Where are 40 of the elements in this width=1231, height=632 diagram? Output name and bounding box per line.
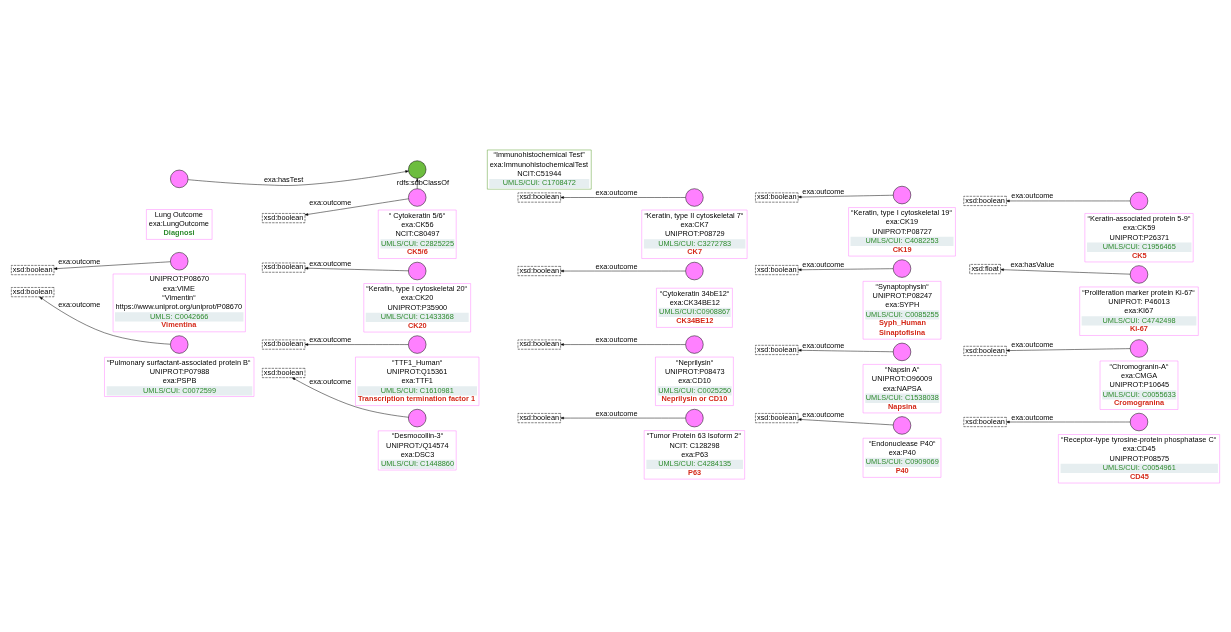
- arrow: [560, 269, 686, 272]
- node-circle: [170, 335, 189, 354]
- node-circle: [408, 187, 427, 207]
- arrow: [1006, 199, 1131, 202]
- node-circle: [408, 408, 427, 427]
- node-circle: [892, 259, 912, 278]
- arrow: [560, 195, 686, 199]
- node-circle: [170, 169, 189, 188]
- arrow: [291, 376, 409, 417]
- arrow: [304, 198, 409, 216]
- arrow: [798, 194, 894, 198]
- arrow: [415, 177, 419, 189]
- node-circle: [685, 335, 704, 354]
- arrow: [1000, 267, 1131, 274]
- node-circle: [170, 251, 189, 270]
- node-circle: [685, 261, 704, 280]
- arrow: [1006, 347, 1131, 352]
- arrow: [1006, 420, 1131, 423]
- arrow: [798, 267, 894, 271]
- node-circle: [408, 160, 427, 179]
- arrow: [304, 342, 409, 346]
- node-circle: [1129, 264, 1149, 284]
- arrow: [39, 296, 171, 344]
- arrow: [53, 261, 171, 270]
- node-circle: [1129, 338, 1149, 358]
- node-circle: [892, 415, 912, 434]
- arrow: [560, 342, 686, 346]
- node-circle: [892, 342, 912, 361]
- arrow: [187, 169, 409, 186]
- arrow: [798, 417, 894, 425]
- arrow: [798, 348, 894, 352]
- node-circle: [685, 408, 704, 427]
- node-circle: [892, 185, 912, 204]
- node-circle: [1129, 191, 1149, 210]
- arrow: [304, 266, 409, 271]
- node-circle: [685, 187, 704, 207]
- node-circle: [408, 261, 427, 280]
- node-circle: [1129, 412, 1149, 431]
- node-circle: [408, 335, 427, 354]
- arrow: [560, 416, 686, 419]
